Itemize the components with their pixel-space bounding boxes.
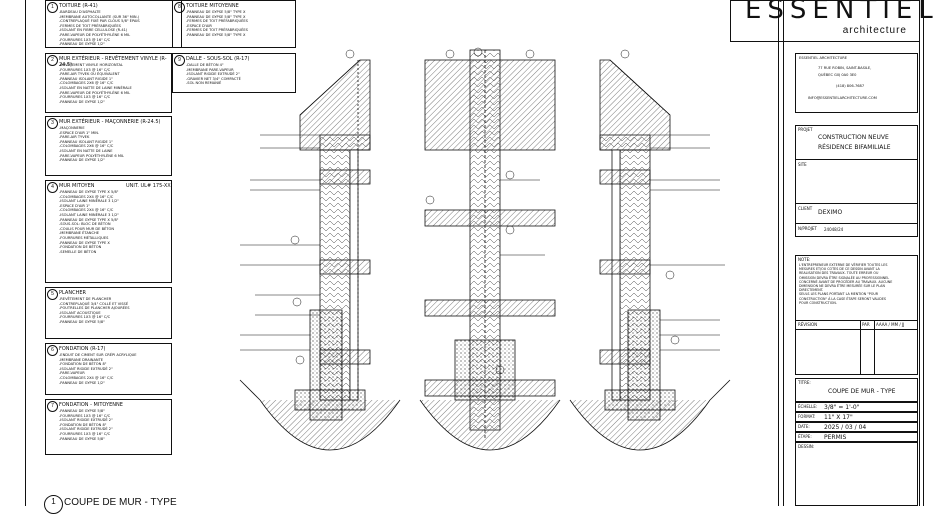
- legend-title: TOITURE MITOYENNE: [186, 3, 239, 9]
- legend-text: -REVÊTEMENT VINYLE HORIZONTAL -FOURRURES…: [59, 63, 132, 104]
- legend-title: DALLE - SOUS-SOL (R-17): [186, 56, 250, 62]
- legend-box-4: 4 MUR MITOYEN UNIT. UL# 175-XX -PANNEAU …: [45, 180, 172, 283]
- notes-text: L'ENTREPRENEUR EXTERNE DE VÉRIFIER TOUTE…: [799, 263, 893, 305]
- project-box: PROJET CONSTRUCTION NEUVE RÉSIDENCE BIFA…: [795, 125, 918, 237]
- client-label: CLIENT: [798, 206, 813, 211]
- legend-box-2: 2 MUR EXTÉRIEUR - REVÊTEMENT VINYLE (R-2…: [45, 53, 172, 113]
- scale-value: 3/8" = 1'-0": [824, 404, 860, 411]
- project-line-1: CONSTRUCTION NEUVE: [818, 134, 889, 141]
- legend-text: -DALLE DE BÉTON 4" -MEMBRANE PARE-VAPEUR…: [186, 63, 241, 86]
- format-row: FORMAT: 11" X 17": [795, 412, 918, 422]
- legend-extra: UNIT. UL# 175-XX: [126, 183, 171, 189]
- sheet-right-edge: [919, 0, 920, 506]
- revision-date-label: AAAA / MM / JJ: [876, 322, 905, 327]
- legend-title: MUR EXTÉRIEUR - MAÇONNERIE (R-24.5): [59, 119, 161, 125]
- logo-box: ESSENTIEL architecture: [730, 0, 933, 42]
- legend-box-1: 1 TOITURE (R-41) -BARDEAU D'ASPHALTE -ME…: [45, 0, 182, 48]
- site-label: SITE: [798, 162, 807, 167]
- sheet-right-edge-2: [923, 0, 924, 506]
- project-no-label: N/PROJET: [798, 226, 817, 231]
- revision-row-line: [796, 329, 917, 330]
- legend-box-8: 8 TOITURE MITOYENNE -PANNEAU DE GYPSE 5/…: [172, 0, 296, 48]
- logo-subtitle: architecture: [842, 25, 907, 36]
- title-label: TITRE:: [798, 380, 811, 385]
- client-value: DEXIMO: [818, 209, 843, 216]
- revision-label: RÉVISION: [798, 322, 818, 327]
- legend-number: 4: [47, 182, 58, 193]
- legend-number: 2: [47, 55, 58, 66]
- legend-box-5: 5 PLANCHER -REVÊTEMENT DE PLANCHER -CONT…: [45, 287, 172, 339]
- notes-label: NOTE:: [798, 257, 811, 262]
- legend-box-9: 9 DALLE - SOUS-SOL (R-17) -DALLE DE BÉTO…: [172, 53, 296, 93]
- section-right: [569, 59, 731, 451]
- client-divider: [796, 203, 917, 204]
- legend-title: MUR EXTÉRIEUR - REVÊTEMENT VINYLE (R-24.…: [59, 56, 167, 68]
- firm-phone: (418) 806-7687: [836, 84, 865, 88]
- legend-title: MUR MITOYEN: [59, 183, 95, 189]
- scale-row: ÉCHELLE: 3/8" = 1'-0": [795, 402, 918, 412]
- logo-wordmark: ESSENTIEL: [745, 0, 939, 25]
- revision-par-label: PAR: [862, 322, 870, 327]
- scale-label: ÉCHELLE:: [798, 404, 818, 409]
- revision-divider: [796, 320, 917, 321]
- legend-text: -PANNEAU DE GYPSE 5/8" -FOURRURES 1X3 @ …: [59, 409, 113, 441]
- legend-title: FONDATION (R-17): [59, 346, 106, 352]
- stage-value: PERMIS: [824, 434, 847, 441]
- legend-number: 8: [174, 2, 185, 13]
- date-row: DATE: 2025 / 03 / 04: [795, 422, 918, 432]
- notes-box: NOTE: L'ENTREPRENEUR EXTERNE DE VÉRIFIER…: [795, 255, 918, 375]
- firm-email: INFO@ESSENTIELARCHITECTURE.COM: [808, 96, 877, 100]
- section-middle: [419, 49, 561, 451]
- title-box: TITRE: COUPE DE MUR - TYPE: [795, 378, 918, 402]
- legend-text: -REVÊTEMENT DE PLANCHER -CONTREPLAQUÉ 3/…: [59, 297, 130, 324]
- firm-info-box: ESSENTIEL ARCHITECTURE 77 RUE ROBIN, SAI…: [795, 53, 918, 113]
- revision-col-date: [874, 320, 875, 374]
- sheet-right-border: [778, 0, 779, 506]
- legend-number: 5: [47, 289, 58, 300]
- legend-number: 6: [47, 345, 58, 356]
- legend-number: 7: [47, 401, 58, 412]
- firm-name: ESSENTIEL ARCHITECTURE: [799, 56, 848, 60]
- legend-text: -PANNEAU DE GYPSE TYPE X 5/8" -COLOMBAGE…: [59, 190, 119, 254]
- drawing-row: DESSIN:: [795, 442, 918, 506]
- caption-number-circle: 1: [44, 495, 63, 514]
- sheet-left-border: [25, 0, 26, 506]
- firm-address-2: QUÉBEC G0J 0A0 3E0: [818, 73, 857, 77]
- legend-text: -PANNEAU DE GYPSE 5/8" TYPE X -PANNEAU D…: [186, 10, 248, 37]
- legend-title: FONDATION - MITOYENNE: [59, 402, 123, 408]
- revision-col-par: [860, 320, 861, 374]
- legend-box-6: 6 FONDATION (R-17) -ENDUIT DE CIMENT SUR…: [45, 343, 172, 395]
- section-left: [239, 59, 401, 451]
- legend-text: -BARDEAU D'ASPHALTE -MEMBRANE AUTOCOLLAN…: [59, 10, 140, 47]
- legend-title: TOITURE (R-41): [59, 3, 98, 9]
- legend-box-3: 3 MUR EXTÉRIEUR - MAÇONNERIE (R-24.5) -M…: [45, 116, 172, 176]
- drawing-label: DESSIN:: [798, 444, 815, 449]
- project-line-2: RÉSIDENCE BIFAMILIALE: [818, 144, 891, 151]
- wall-sections-drawing: [239, 47, 731, 451]
- project-no-divider: [796, 223, 917, 224]
- legend-number: 3: [47, 118, 58, 129]
- legend-box-7: 7 FONDATION - MITOYENNE -PANNEAU DE GYPS…: [45, 399, 172, 455]
- project-no-value: 24048/24: [824, 227, 844, 232]
- legend-text: -MAÇONNERIE -ESPACE D'AIR 1" MIN. -PARE-…: [59, 126, 124, 163]
- project-divider: [796, 159, 917, 160]
- project-label: PROJET: [798, 127, 813, 132]
- stage-row: ÉTAPE: PERMIS: [795, 432, 918, 442]
- legend-number: 9: [174, 55, 185, 66]
- legend-text: -ENDUIT DE CIMENT SUR CRÉPI ACRYLIQUE -M…: [59, 353, 137, 385]
- date-value: 2025 / 03 / 04: [824, 424, 867, 431]
- caption-text: COUPE DE MUR - TYPE: [64, 497, 177, 508]
- title-value: COUPE DE MUR - TYPE: [828, 388, 896, 395]
- format-label: FORMAT:: [798, 414, 816, 419]
- legend-number: 1: [47, 2, 58, 13]
- caption-number: 1: [51, 497, 56, 506]
- date-label: DATE:: [798, 424, 810, 429]
- legend-title: PLANCHER: [59, 290, 86, 296]
- stage-label: ÉTAPE:: [798, 434, 812, 439]
- annotation-leaders: [240, 47, 725, 375]
- firm-address-1: 77 RUE ROBIN, SAINT-BASILE,: [818, 66, 872, 70]
- sheet-right-border-2: [783, 0, 784, 506]
- format-value: 11" X 17": [824, 414, 853, 421]
